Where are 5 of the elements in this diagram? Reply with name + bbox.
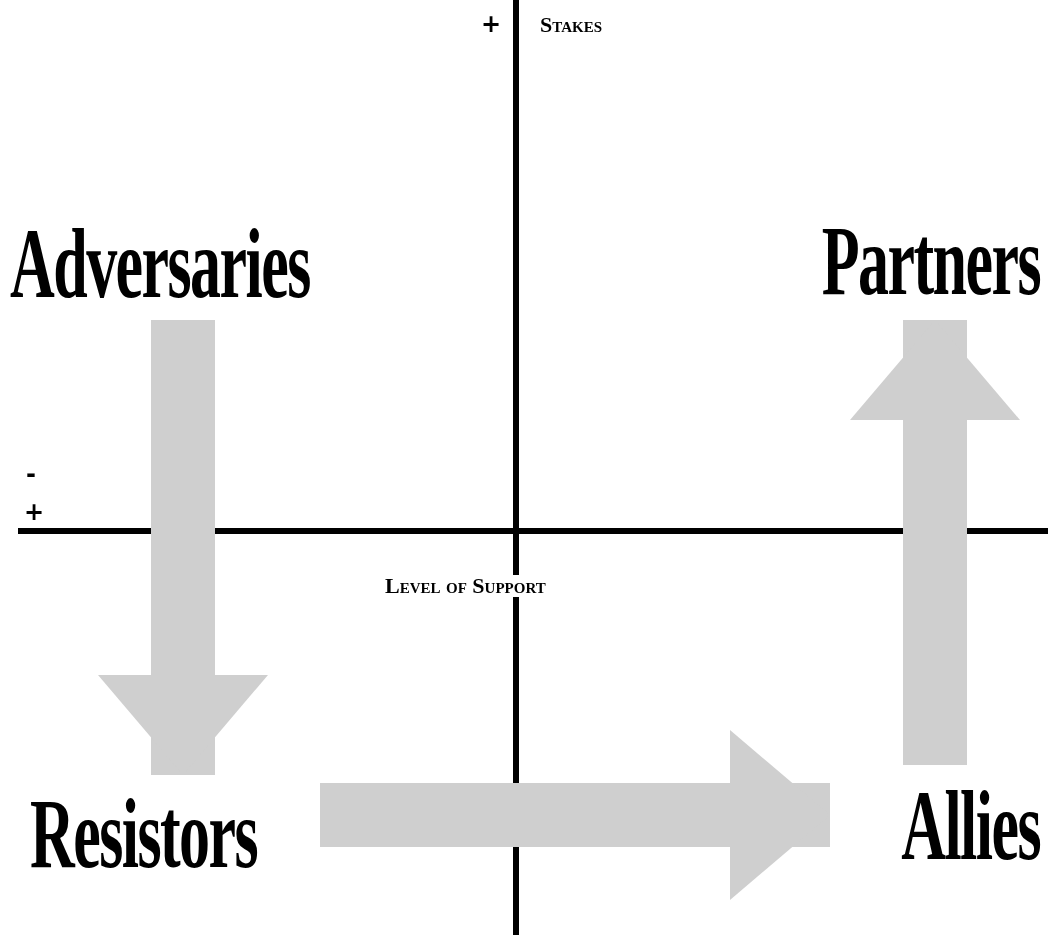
quadrant-title: Allies — [901, 775, 1040, 875]
axis-label: Level of Support — [385, 575, 546, 597]
quadrant-title: Adversaries — [10, 212, 310, 313]
quadrant-title: Partners — [821, 210, 1040, 310]
quadrant-title: Resistors — [30, 782, 258, 883]
